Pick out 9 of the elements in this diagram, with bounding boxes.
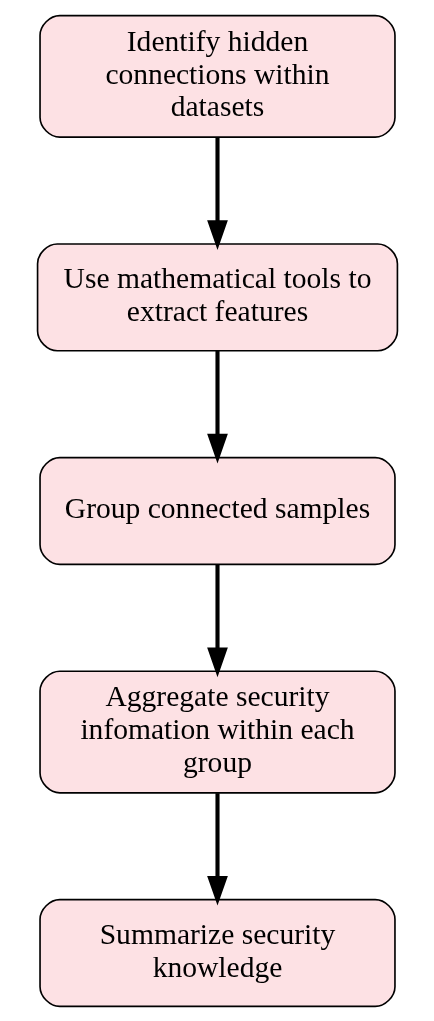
node-box: Use mathematical tools to extract features bbox=[36, 242, 398, 352]
arrow bbox=[206, 350, 228, 463]
node-box: Identify hidden connections within datasets bbox=[38, 14, 396, 138]
node-box: Summarize security knowledge bbox=[38, 898, 396, 1007]
arrow bbox=[206, 564, 228, 677]
arrow bbox=[206, 792, 228, 906]
node-box: Group connected samples bbox=[38, 456, 396, 565]
node-box: Aggregate security infomation within each group bbox=[38, 669, 396, 794]
arrow bbox=[206, 137, 228, 250]
